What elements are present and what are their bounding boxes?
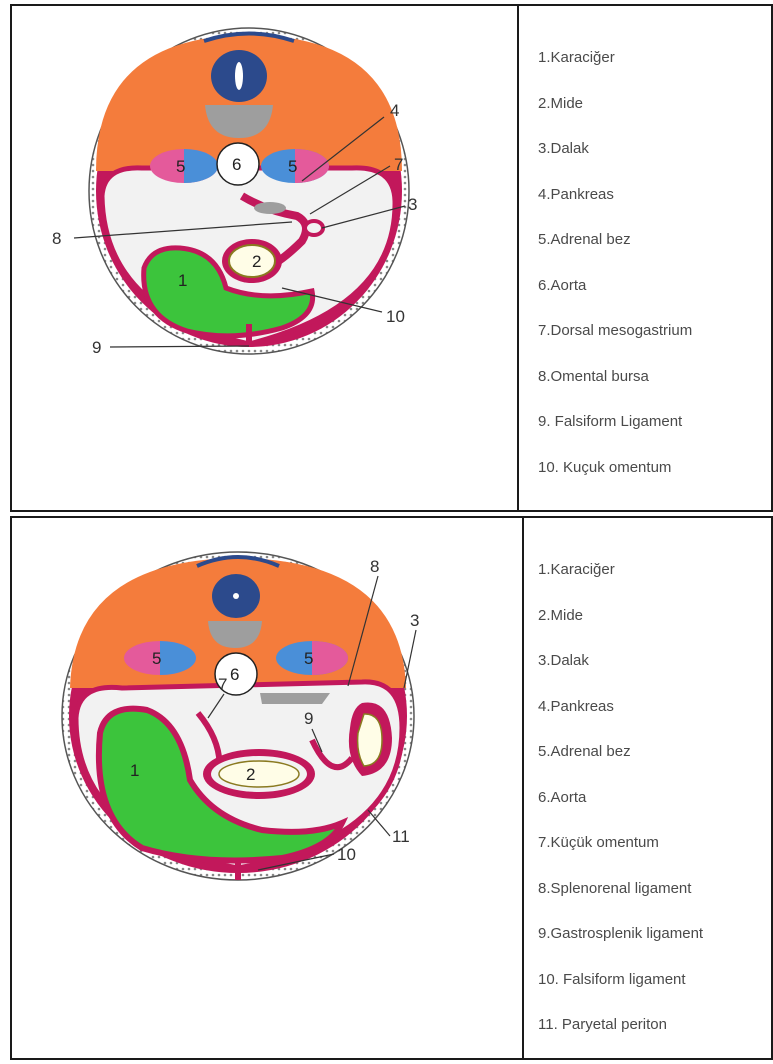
top-legend-item: 9. Falsiform Ligament — [538, 412, 692, 458]
top-panel: 1 2 5 5 6 4 7 3 8 10 9 1.Karaciğer 2.Mid… — [10, 4, 773, 512]
label-aorta-6: 6 — [230, 665, 239, 684]
callout-11: 11 — [392, 827, 410, 846]
label-liver-1: 1 — [178, 271, 187, 290]
callout-10: 10 — [337, 845, 356, 864]
bottom-cross-section-diagram: 1 2 5 5 6 8 3 7 9 11 10 — [12, 518, 522, 1058]
bottom-legend-item: 3.Dalak — [538, 651, 703, 697]
top-legend: 1.Karaciğer 2.Mide 3.Dalak 4.Pankreas 5.… — [538, 48, 692, 503]
top-legend-item: 7.Dorsal mesogastrium — [538, 321, 692, 367]
top-legend-item: 10. Kuçuk omentum — [538, 458, 692, 504]
callout-8: 8 — [52, 229, 61, 248]
bottom-legend: 1.Karaciğer 2.Mide 3.Dalak 4.Pankreas 5.… — [538, 560, 703, 1061]
bottom-legend-item: 7.Küçük omentum — [538, 833, 703, 879]
bottom-legend-item: 4.Pankreas — [538, 697, 703, 743]
bottom-legend-item: 8.Splenorenal ligament — [538, 879, 703, 925]
spleen — [305, 221, 323, 235]
pancreas — [254, 202, 286, 214]
label-adrenal-5a: 5 — [176, 157, 185, 176]
bottom-legend-item: 5.Adrenal bez — [538, 742, 703, 788]
callout-10: 10 — [386, 307, 405, 326]
callout-8: 8 — [370, 557, 379, 576]
bottom-divider — [522, 518, 524, 1058]
callout-3: 3 — [408, 195, 417, 214]
bottom-legend-item: 6.Aorta — [538, 788, 703, 834]
label-liver-1: 1 — [130, 761, 139, 780]
callout-7: 7 — [218, 675, 227, 694]
callout-9: 9 — [304, 709, 313, 728]
callout-3: 3 — [410, 611, 419, 630]
label-stomach-2: 2 — [252, 252, 261, 271]
label-adrenal-5b: 5 — [304, 649, 313, 668]
stomach — [203, 749, 315, 799]
top-cross-section-diagram: 1 2 5 5 6 4 7 3 8 10 9 — [12, 6, 517, 510]
bottom-legend-item: 9.Gastrosplenik ligament — [538, 924, 703, 970]
top-legend-item: 8.Omental bursa — [538, 367, 692, 413]
top-legend-item: 5.Adrenal bez — [538, 230, 692, 276]
bottom-legend-item: 1.Karaciğer — [538, 560, 703, 606]
top-legend-item: 6.Aorta — [538, 276, 692, 322]
pancreas — [260, 693, 330, 704]
label-adrenal-5b: 5 — [288, 157, 297, 176]
top-legend-item: 4.Pankreas — [538, 185, 692, 231]
bottom-legend-item: 2.Mide — [538, 606, 703, 652]
top-divider — [517, 6, 519, 510]
top-legend-item: 3.Dalak — [538, 139, 692, 185]
top-legend-item: 2.Mide — [538, 94, 692, 140]
label-aorta-6: 6 — [232, 155, 241, 174]
bottom-legend-item: 11. Paryetal periton — [538, 1015, 703, 1061]
bottom-panel: 1 2 5 5 6 8 3 7 9 11 10 1.Karaciğer 2.Mi… — [10, 516, 773, 1060]
bottom-legend-item: 10. Falsiform ligament — [538, 970, 703, 1016]
top-legend-item: 1.Karaciğer — [538, 48, 692, 94]
label-stomach-2: 2 — [246, 765, 255, 784]
callout-9: 9 — [92, 338, 101, 357]
label-adrenal-5a: 5 — [152, 649, 161, 668]
callout-7: 7 — [394, 155, 403, 174]
callout-4: 4 — [390, 101, 399, 120]
